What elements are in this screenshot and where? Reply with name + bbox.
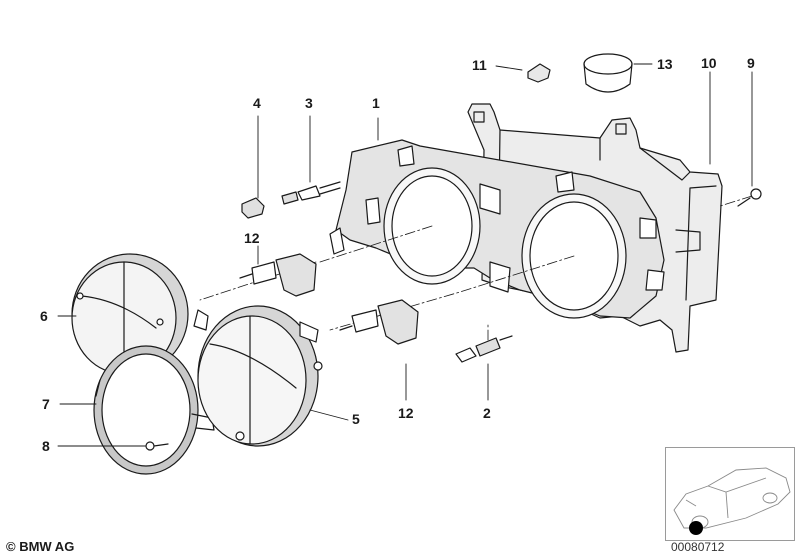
callout-6[interactable]: 6 bbox=[40, 308, 48, 324]
callout-12-upper[interactable]: 12 bbox=[244, 230, 260, 246]
vehicle-location-thumbnail bbox=[665, 447, 795, 541]
screw-part-8 bbox=[145, 441, 169, 451]
callout-12-lower[interactable]: 12 bbox=[398, 405, 414, 421]
screw-part-9 bbox=[737, 188, 762, 207]
adjusting-screw-part-3 bbox=[281, 181, 341, 205]
cap-part-13 bbox=[583, 53, 633, 93]
callout-5[interactable]: 5 bbox=[352, 411, 360, 427]
leader-lines bbox=[57, 63, 753, 447]
retaining-ring-part-7 bbox=[93, 345, 215, 475]
callout-9[interactable]: 9 bbox=[747, 55, 755, 71]
location-marker-icon bbox=[689, 521, 703, 535]
callout-2[interactable]: 2 bbox=[483, 405, 491, 421]
callout-3[interactable]: 3 bbox=[305, 95, 313, 111]
headlamp-part-5 bbox=[193, 305, 323, 447]
copyright-label: © BMW AG bbox=[6, 539, 75, 554]
bulb-socket-part-4 bbox=[241, 197, 265, 219]
callout-7[interactable]: 7 bbox=[42, 396, 50, 412]
callout-13[interactable]: 13 bbox=[657, 56, 673, 72]
callout-4[interactable]: 4 bbox=[253, 95, 261, 111]
callout-8[interactable]: 8 bbox=[42, 438, 50, 454]
bulb-part-12-upper bbox=[239, 253, 317, 297]
callout-10[interactable]: 10 bbox=[701, 55, 717, 71]
car-outline-icon bbox=[673, 467, 791, 535]
callout-11[interactable]: 11 bbox=[472, 57, 487, 73]
callout-1[interactable]: 1 bbox=[372, 95, 380, 111]
clip-part-11 bbox=[527, 63, 551, 83]
image-number: 00080712 bbox=[671, 540, 725, 554]
adjusting-screw-part-2 bbox=[455, 335, 513, 363]
bulb-part-12-lower bbox=[339, 299, 419, 345]
